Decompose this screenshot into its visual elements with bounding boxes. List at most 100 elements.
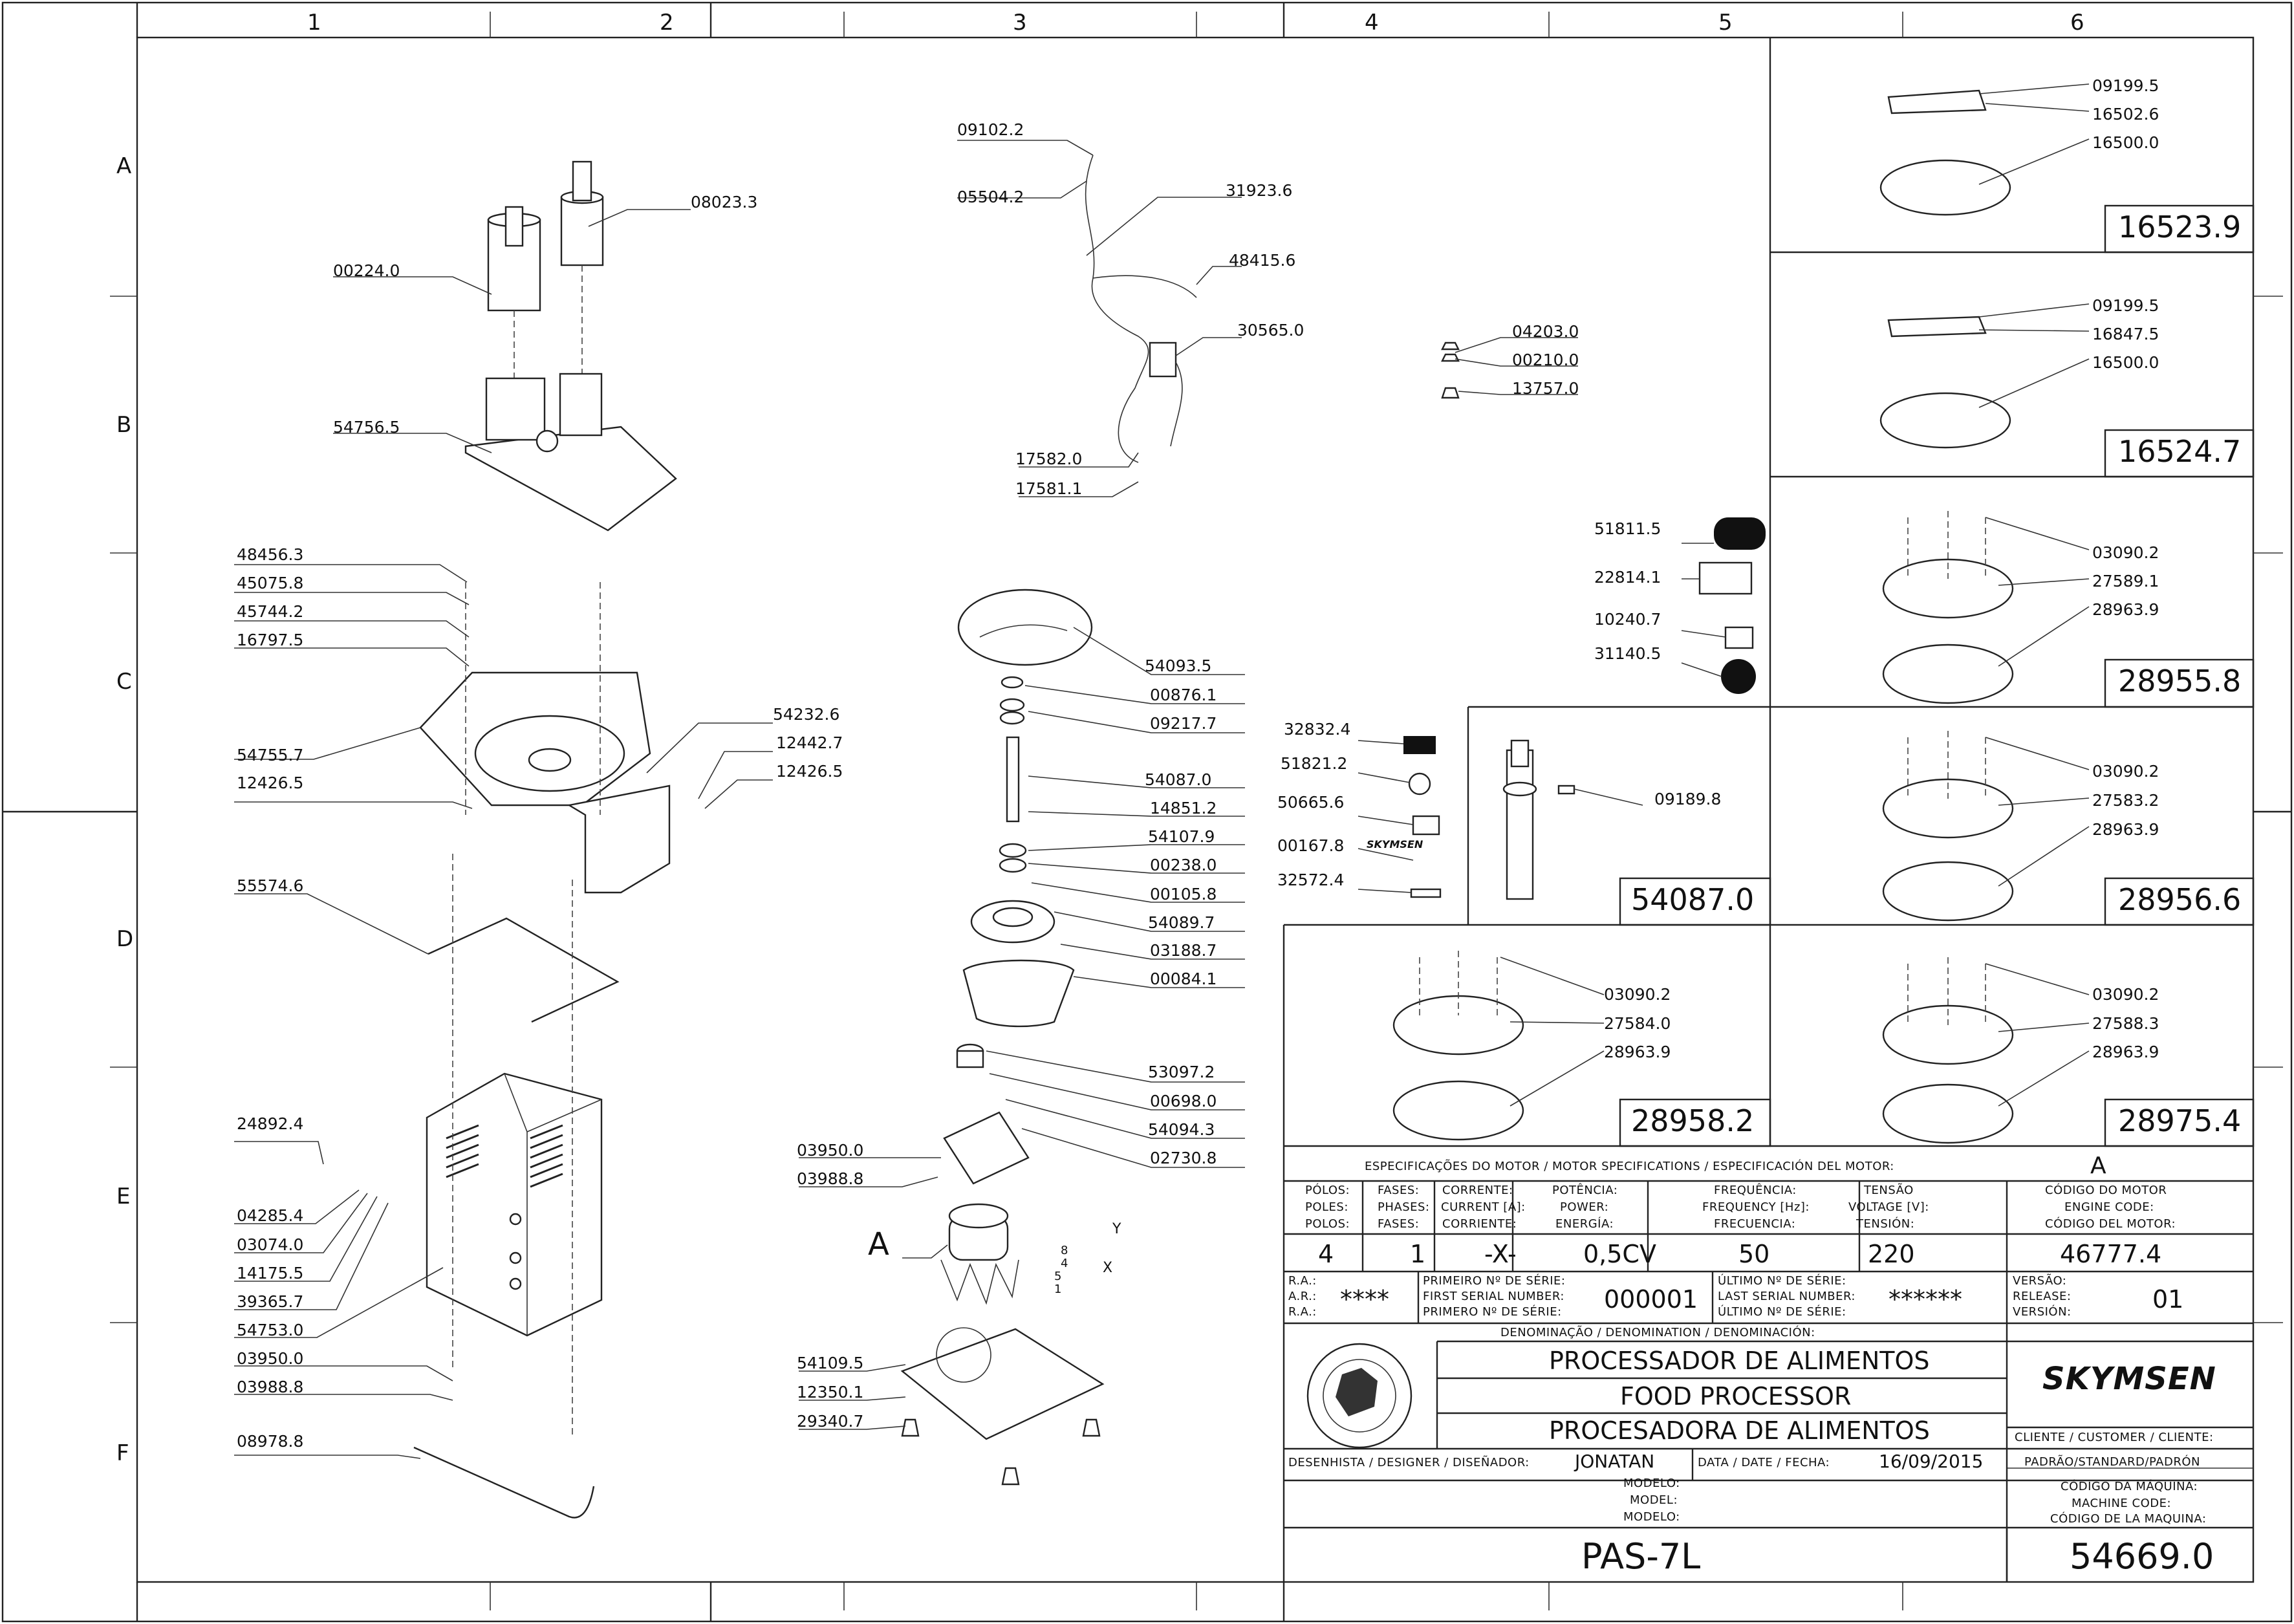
part-callout: 09102.2: [957, 120, 1024, 139]
first-serial-label: FIRST SERIAL NUMBER:: [1423, 1290, 1564, 1303]
model-label: MODELO:: [1623, 1477, 1680, 1490]
grid-column-2: 2: [660, 10, 674, 36]
part-callout: 24892.4: [237, 1114, 304, 1133]
kit-part-callout: 28963.9: [2092, 820, 2159, 839]
spec-value-current: -X-: [1484, 1240, 1517, 1268]
part-callout: 51811.5: [1594, 519, 1661, 538]
spec-header-voltage: VOLTAGE [V]:: [1848, 1200, 1929, 1214]
part-callout: 32572.4: [1277, 871, 1345, 889]
part-callout: 04285.4: [237, 1206, 304, 1225]
wiring-sketch: [1085, 155, 1197, 463]
part-callout: 00876.1: [1150, 686, 1217, 704]
cover-sketch: [419, 582, 671, 894]
kit-part-callout: 16500.0: [2092, 353, 2159, 372]
spec-header-voltage: TENSIÓN:: [1856, 1217, 1915, 1231]
spec-header-engine-code: CÓDIGO DEL MOTOR:: [2045, 1217, 2176, 1231]
part-callout: 17582.0: [1015, 449, 1083, 468]
part-callout: 02730.8: [1150, 1149, 1217, 1167]
brand-logo: SKYMSEN: [2042, 1361, 2216, 1397]
spec-header-frequency: FREQUÊNCIA:: [1714, 1184, 1797, 1197]
base-handle-sketch: [413, 1446, 595, 1519]
grid-row-d: D: [116, 926, 134, 952]
spec-header-power: POTÊNCIA:: [1552, 1184, 1618, 1197]
part-callout: 54093.5: [1145, 656, 1212, 675]
model-label: MODELO:: [1623, 1510, 1680, 1524]
spec-header-engine-code: CÓDIGO DO MOTOR: [2045, 1184, 2167, 1197]
grid-column-6: 6: [2070, 10, 2084, 36]
spec-header-current: CORRIENTE:: [1442, 1217, 1517, 1231]
part-callout: 54087.0: [1145, 770, 1212, 789]
spec-header-engine-code: ENGINE CODE:: [2064, 1200, 2154, 1214]
motor-detail-label: A: [868, 1226, 889, 1262]
kit-part-callout: 16500.0: [2092, 133, 2159, 152]
spec-value-power: 0,5CV: [1583, 1240, 1656, 1268]
part-callout: 00210.0: [1512, 351, 1579, 369]
spec-header-power: POWER:: [1560, 1200, 1609, 1214]
feed-tubes-sketch: [464, 160, 677, 532]
spec-header-current: CORRENTE:: [1442, 1184, 1513, 1197]
part-callout: 09189.8: [1654, 790, 1722, 808]
motor-spec-header: ESPECIFICAÇÕES DO MOTOR / MOTOR SPECIFIC…: [1365, 1160, 1894, 1173]
part-callout: 04203.0: [1512, 322, 1579, 341]
machine-code-label: MACHINE CODE:: [2072, 1497, 2172, 1510]
grid-row-c: C: [116, 669, 132, 695]
part-callout: 54756.5: [333, 418, 400, 437]
part-callout: 03950.0: [797, 1141, 864, 1160]
part-callout: 14175.5: [237, 1264, 304, 1283]
grid-column-3: 3: [1013, 10, 1027, 36]
brand-sticker: SKYMSEN: [1367, 838, 1423, 850]
part-callout: 09217.7: [1150, 714, 1217, 733]
part-callout: 03188.7: [1150, 941, 1217, 960]
spec-header-power: ENERGÍA:: [1555, 1217, 1614, 1231]
product-name-pt: PROCESSADOR DE ALIMENTOS: [1549, 1347, 1930, 1375]
first-serial-label: PRIMEIRO Nº DE SÉRIE:: [1423, 1274, 1566, 1288]
part-callout: 51821.2: [1281, 754, 1348, 773]
part-callout: 03074.0: [237, 1235, 304, 1254]
spec-value-engine-code: 46777.4: [2060, 1240, 2162, 1268]
part-callout: 32832.4: [1284, 720, 1351, 739]
spec-header-poles: POLES:: [1305, 1200, 1348, 1214]
part-callout: 03988.8: [237, 1378, 304, 1396]
kit-part-callout: 27583.2: [2092, 791, 2159, 810]
part-callout: 00698.0: [1150, 1092, 1217, 1110]
kit-part-callout: 28963.9: [1604, 1043, 1671, 1061]
wire-label: X: [1103, 1260, 1113, 1276]
part-callout: 05504.2: [957, 188, 1024, 206]
part-callout: 22814.1: [1594, 568, 1661, 587]
kit-part-callout: 03090.2: [1604, 985, 1671, 1004]
last-serial-value: ******: [1888, 1285, 1962, 1314]
part-callout: 12350.1: [797, 1383, 864, 1402]
spec-value-frequency: 50: [1738, 1240, 1770, 1268]
denomination-header: DENOMINAÇÃO / DENOMINATION / DENOMINACIÓ…: [1500, 1326, 1815, 1339]
ra-label: R.A.:: [1288, 1274, 1317, 1288]
last-serial-label: LAST SERIAL NUMBER:: [1718, 1290, 1856, 1303]
part-callout: 12426.5: [237, 774, 304, 792]
first-serial-value: 000001: [1604, 1285, 1698, 1314]
kit-code: 28955.8: [2118, 664, 2242, 698]
kit-discs-sketch: [1392, 89, 2014, 1144]
kit-part-callout: 09199.5: [2092, 296, 2159, 315]
spec-header-voltage: TENSÃO: [1864, 1184, 1914, 1197]
shaft-sketch: [1502, 739, 1575, 900]
product-name-es: PROCESADORA DE ALIMENTOS: [1549, 1416, 1930, 1445]
machine-code-label: CÓDIGO DA MÁQUINA:: [2061, 1480, 2198, 1493]
grid-column-5: 5: [1718, 10, 1733, 36]
kit-part-callout: 27589.1: [2092, 572, 2159, 590]
spec-value-phases: 1: [1410, 1240, 1426, 1268]
spindle-stack-sketch: [900, 589, 1105, 1486]
kit-part-callout: 03090.2: [2092, 985, 2159, 1004]
rod-sketch: [427, 917, 620, 1023]
version-label: RELEASE:: [2013, 1290, 2072, 1303]
part-callout: 00238.0: [1150, 856, 1217, 874]
version-value: 01: [2152, 1285, 2184, 1314]
wire-label: Y: [1112, 1221, 1121, 1237]
model-label: MODEL:: [1630, 1493, 1678, 1507]
part-callout: 50665.6: [1277, 793, 1345, 812]
authorized-seal: [1306, 1343, 1412, 1449]
grid-row-f: F: [116, 1440, 129, 1466]
part-callout: 53097.2: [1148, 1063, 1215, 1081]
first-serial-label: PRIMERO Nº DE SÉRIE:: [1423, 1305, 1562, 1319]
designer-label: DESENHISTA / DESIGNER / DISEÑADOR:: [1288, 1456, 1530, 1469]
kit-code: 28956.6: [2118, 882, 2242, 917]
